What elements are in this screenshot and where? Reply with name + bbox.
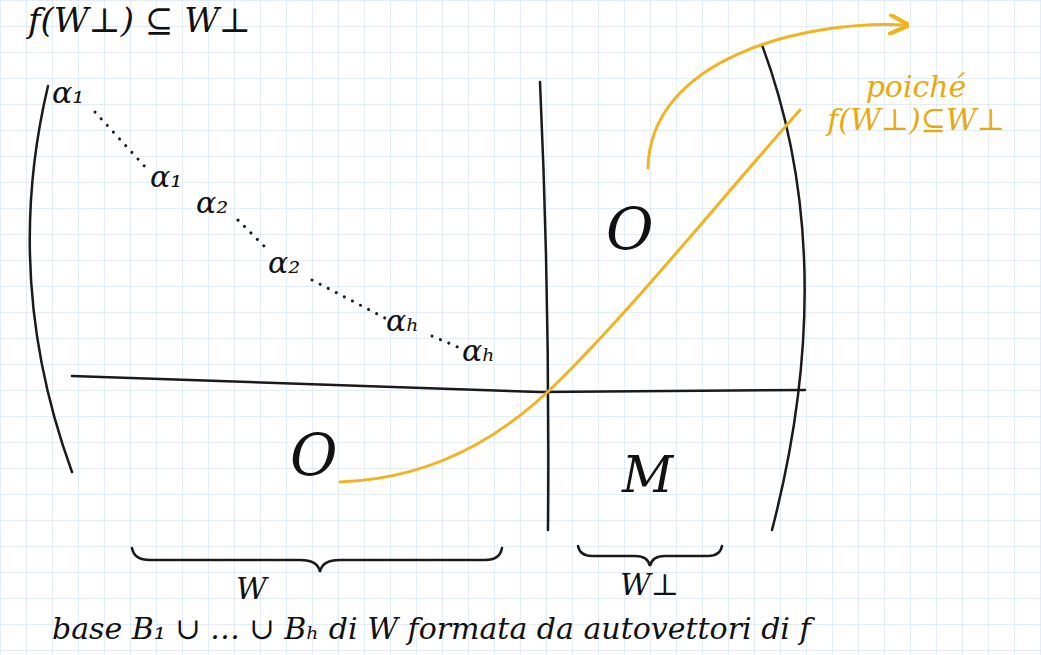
block-separator [540, 82, 548, 530]
dots [95, 112, 148, 170]
brace [578, 546, 722, 566]
callout-curve [340, 110, 800, 482]
matrix-block: M [622, 448, 673, 503]
left-bracket [30, 86, 72, 472]
heading-formula: f(W⊥) ⊆ W⊥ [28, 2, 251, 39]
diagonal-entry: α₂ [196, 186, 228, 219]
subspace-label: W [236, 572, 267, 605]
diagonal-entry: αₕ [386, 304, 419, 337]
right-bracket [762, 45, 805, 530]
dots [432, 336, 460, 348]
block-separator [72, 376, 805, 392]
brace [132, 548, 502, 572]
zero-block: O [606, 198, 654, 262]
diagonal-entry: α₁ [52, 76, 84, 109]
subspace-label: W⊥ [620, 568, 679, 601]
footnote: base B₁ ∪ … ∪ Bₕ di W formata da autovet… [52, 612, 811, 645]
zero-block: O [290, 424, 338, 488]
dots [312, 280, 385, 318]
callout-note: poiché f(W⊥)⊆W⊥ [826, 70, 1006, 136]
diagonal-entry: α₁ [150, 160, 182, 193]
diagonal-entry: α₂ [268, 246, 300, 279]
diagonal-entry: αₕ [462, 334, 495, 367]
dots [238, 220, 268, 250]
